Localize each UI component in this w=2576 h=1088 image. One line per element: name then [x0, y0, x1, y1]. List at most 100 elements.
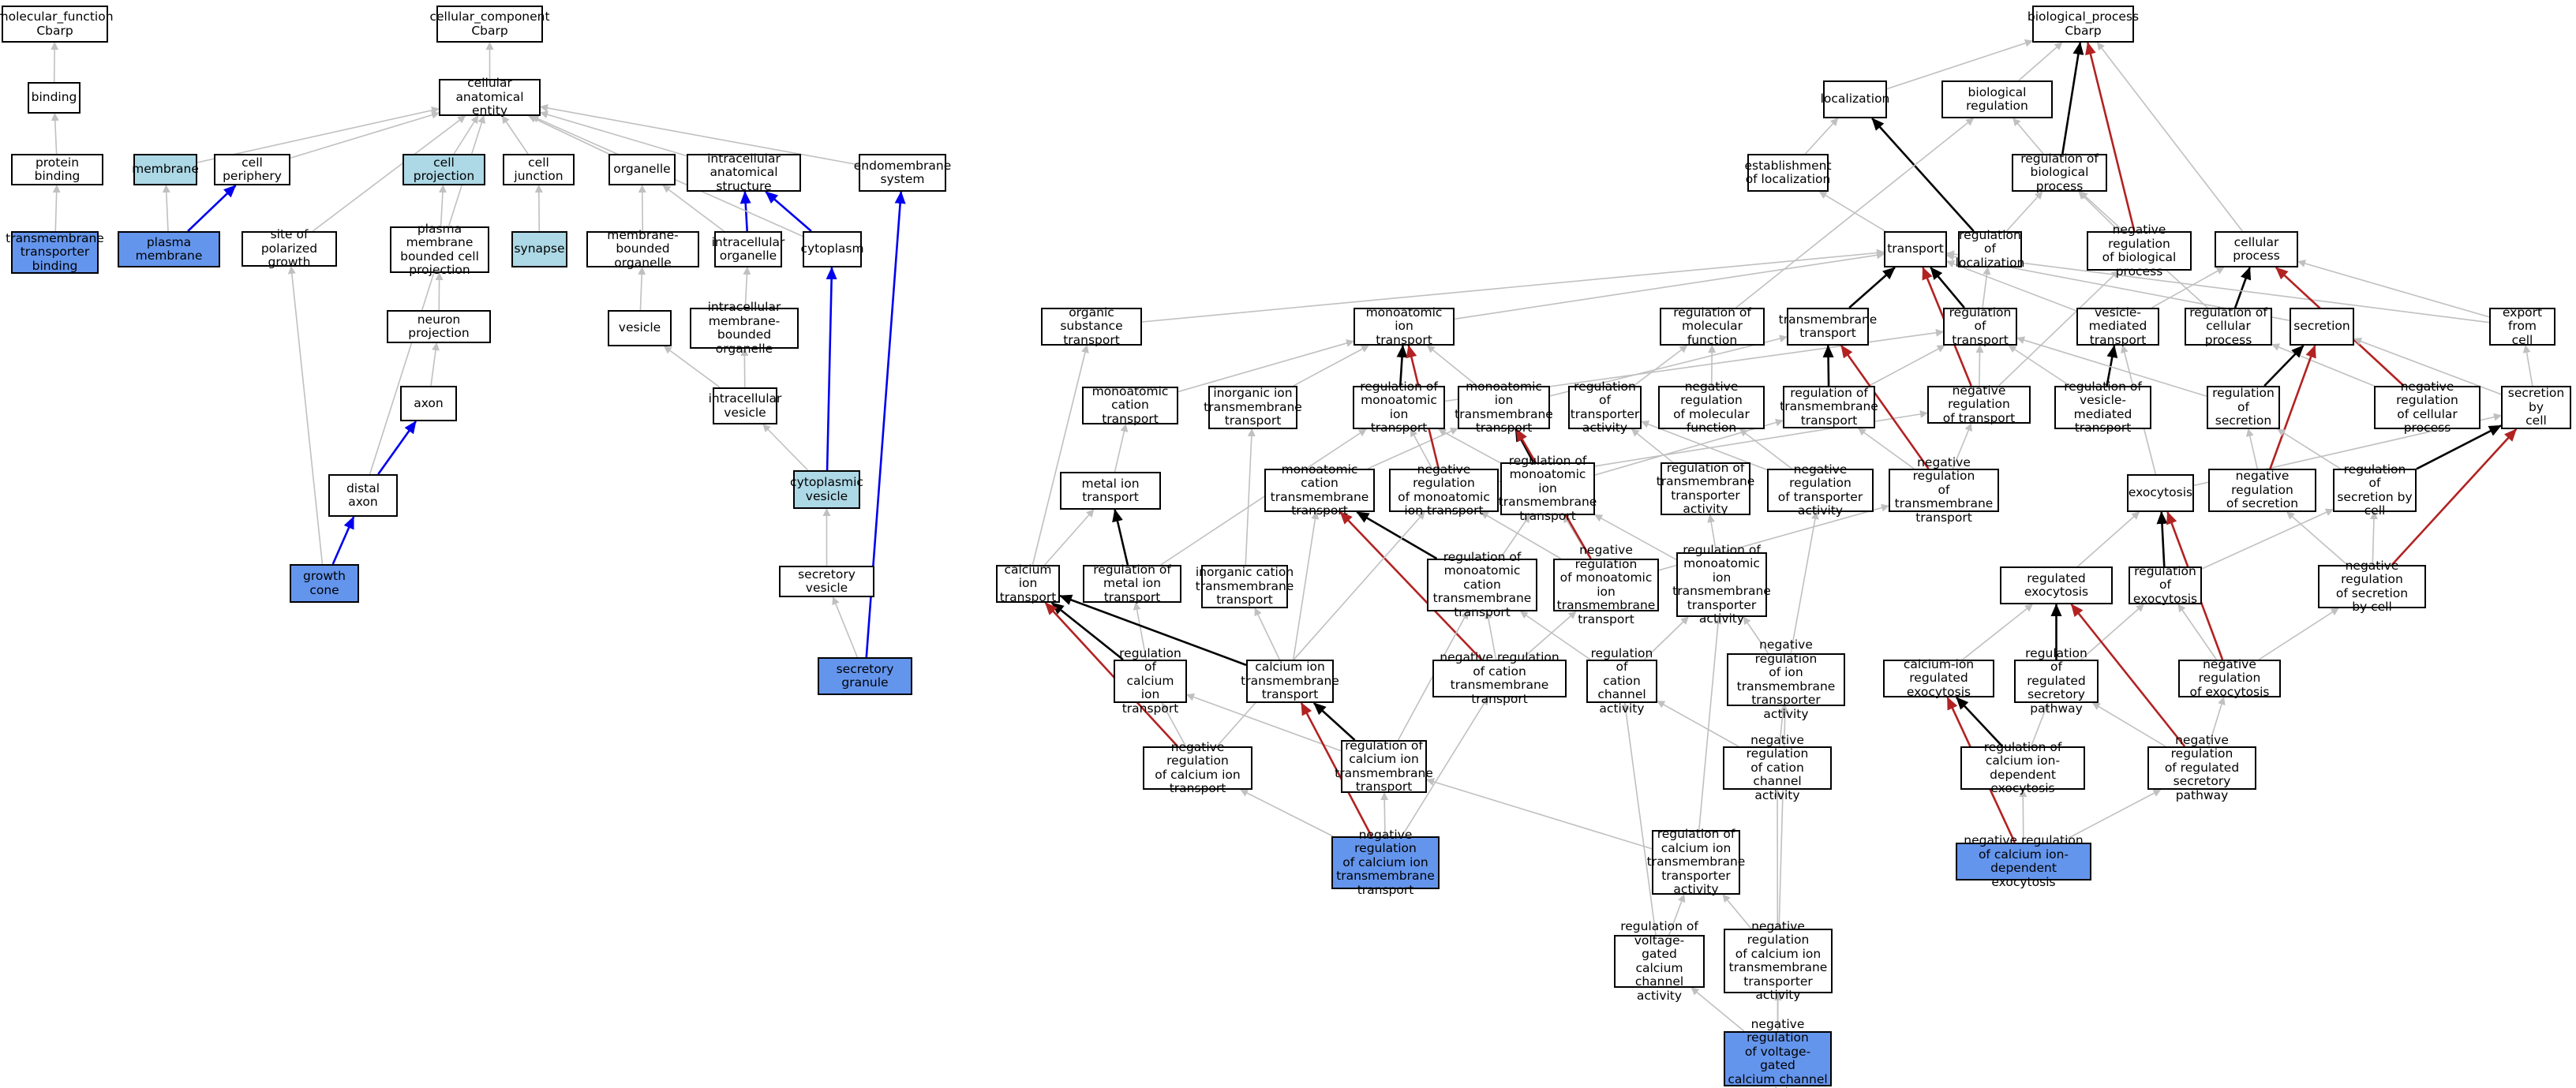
- edge-regmctt-to-regmitt: [1500, 514, 1530, 559]
- edge-negregcaittra-to-regcaittra: [1722, 894, 1752, 929]
- go-term-node-regmf: regulation of molecular function: [1660, 305, 1765, 347]
- edge-exportcell-to-transport: [1946, 250, 2490, 323]
- edge-intorg-to-organelle: [662, 185, 724, 232]
- go-term-node-negregcaitt: negative regulation of calcium ion trans…: [1331, 828, 1440, 897]
- edge-ost-to-transport: [1141, 249, 1885, 323]
- edge-vesicle-to-mbo: [638, 267, 646, 311]
- edge-distalaxon-to-axon: [377, 421, 417, 475]
- edge-regbp-to-bp: [2061, 42, 2084, 155]
- edge-mitt-to-mit: [1426, 345, 1478, 387]
- edge-secbycell-to-exportcell: [2522, 345, 2533, 387]
- go-term-node-negregmitt: negative regulation of monoatomic ion tr…: [1553, 543, 1659, 626]
- edge-regcaittra-to-regmittra: [1698, 616, 1722, 831]
- edge-pm-to-membrane: [162, 185, 170, 232]
- edge-negregcattt-to-regmctt: [1484, 611, 1497, 660]
- edge-negregittra-to-regmittra: [1743, 616, 1769, 654]
- edge-negregcait-to-regcait: [1161, 702, 1187, 747]
- go-term-node-negregtra: negative regulation of transporter activ…: [1767, 462, 1874, 518]
- edge-intves-to-vesicle: [663, 346, 721, 388]
- edge-regtmt-to-regtr: [1868, 345, 1945, 387]
- edge-bioreg-to-bp: [2018, 42, 2063, 81]
- edge-mct-to-mit: [1178, 339, 1354, 393]
- go-term-node-axon: axon: [400, 386, 457, 421]
- go-term-node-negregcaittra: negative regulation of calcium ion trans…: [1724, 919, 1833, 1002]
- go-term-node-mf: molecular_function Cbarp: [0, 6, 114, 43]
- edge-regcca-to-regmittra: [1643, 616, 1689, 660]
- go-term-node-synapse: synapse: [511, 231, 567, 267]
- edge-regcait-to-cait: [1050, 601, 1124, 661]
- go-term-node-pmbcp: plasma membrane bounded cell projection: [390, 222, 489, 277]
- go-term-node-spg: site of polarized growth: [242, 227, 337, 269]
- go-term-node-secretion: secretion: [2290, 308, 2354, 346]
- edge-exportcell-to-cellproc: [2297, 260, 2490, 318]
- edge-caitt-to-mctt: [1292, 511, 1320, 660]
- go-term-node-endo: endomembrane system: [854, 154, 951, 192]
- edge-protbind-to-binding: [51, 113, 59, 155]
- edge-mett-to-mct: [1114, 424, 1129, 473]
- go-term-node-icatt: inorganic cation transmembrane transport: [1195, 565, 1294, 608]
- go-term-node-negregmf: negative regulation of molecular functio…: [1658, 379, 1765, 435]
- edge-negregtmt-to-negregtr: [1952, 423, 1972, 469]
- edge-regcaitt-to-regcait: [1186, 693, 1342, 752]
- edge-mbo-to-organelle: [638, 185, 646, 232]
- edge-negregsecbycell-to-secbycell: [2391, 428, 2518, 566]
- go-term-node-growthcone: growth cone: [290, 564, 359, 603]
- go-term-node-secves: secretory vesicle: [779, 566, 874, 597]
- edge-regcaitt-to-caitt: [1312, 702, 1356, 741]
- edge-negregsec-to-secretion: [2269, 345, 2316, 469]
- edge-celljunc-to-cae: [501, 115, 529, 155]
- edge-regtra-to-regmf: [1633, 345, 1688, 387]
- go-term-node-cellproc: cellular process: [2215, 231, 2298, 267]
- edge-negregrsp-to-negregexo: [2207, 697, 2226, 747]
- go-term-node-negregcp: negative regulation of cellular process: [2374, 379, 2481, 435]
- edge-regtr-to-regloc: [1982, 267, 1991, 308]
- go-term-node-regvmt: regulation of vesicle-mediated transport: [2054, 379, 2151, 435]
- go-term-node-regmett: regulation of metal ion transport: [1083, 563, 1181, 604]
- go-term-node-negregtr: negative regulation of transport: [1927, 383, 2031, 425]
- edge-regsec-to-secretion: [2263, 345, 2305, 387]
- edge-cait-to-ost: [1032, 345, 1089, 566]
- go-term-node-distalaxon: distal axon: [328, 474, 398, 517]
- edge-cait-to-mett: [1044, 509, 1095, 566]
- go-term-node-regexo: regulated exocytosis: [2000, 566, 2113, 604]
- go-term-node-negregcade: negative regulation of calcium ion-depen…: [1956, 833, 2091, 888]
- go-term-node-ias: intracellular anatomical structure: [687, 151, 801, 193]
- go-term-node-negregvgcca: negative regulation of voltage-gated cal…: [1724, 1017, 1832, 1088]
- edge-organelle-to-cae: [528, 115, 609, 155]
- edge-regcade-to-caregexo: [1956, 697, 2004, 747]
- go-term-node-tmtb: transmembrane transporter binding: [6, 230, 104, 274]
- edge-regcait-to-regmett: [1133, 602, 1148, 660]
- edge-regsecbycell-to-secbycell: [2416, 424, 2502, 470]
- edge-negregexo-to-regofexo: [2177, 604, 2218, 660]
- go-term-node-regtr: regulation of transport: [1943, 305, 2017, 347]
- edge-tmtb-to-protbind: [52, 185, 61, 232]
- go-term-node-exportcell: export from cell: [2489, 305, 2555, 347]
- edge-negregcp-to-regcp: [2271, 343, 2375, 387]
- go-term-node-membrane: membrane: [132, 154, 199, 185]
- go-term-node-pm: plasma membrane: [118, 231, 220, 267]
- go-term-node-negregsec: negative regulation of secretion: [2208, 469, 2316, 512]
- go-term-node-regmitt: regulation of monoatomic ion transmembra…: [1498, 453, 1597, 523]
- go-term-node-regrsp: regulation of regulated secretory pathwa…: [2014, 646, 2099, 716]
- edge-regmf-to-bioreg: [1735, 118, 1975, 308]
- go-term-node-regsec: regulation of secretion: [2207, 386, 2280, 429]
- edge-vmt-to-transport: [1946, 260, 2077, 312]
- go-term-node-mit: monoatomic ion transport: [1354, 305, 1455, 347]
- edge-regvgcca-to-regcaittra: [1668, 894, 1686, 936]
- edge-negregcait-to-cait: [1044, 602, 1179, 747]
- go-term-node-cellperiph: cell periphery: [214, 154, 290, 185]
- go-term-node-regofexo: regulation of exocytosis: [2129, 564, 2202, 606]
- go-term-node-regsecbycell: regulation of secretion by cell: [2333, 462, 2417, 518]
- edge-growthcone-to-spg: [287, 266, 324, 565]
- edge-regcp-to-cellproc: [2233, 267, 2252, 308]
- edge-regrsp-to-regofexo: [2080, 604, 2144, 660]
- edge-cellproj-to-cae: [453, 115, 479, 155]
- edge-transport-to-estloc: [1818, 191, 1886, 232]
- go-term-node-negregbp: negative regulation of biological proces…: [2087, 222, 2192, 278]
- go-term-node-negregittra: negative regulation of ion transmembrane…: [1727, 637, 1845, 720]
- edge-negregtr-to-regtr: [1975, 345, 1984, 387]
- go-term-node-regmctt: regulation of monoatomic cation transmem…: [1427, 550, 1537, 619]
- edge-axon-to-neuronproj: [430, 342, 440, 387]
